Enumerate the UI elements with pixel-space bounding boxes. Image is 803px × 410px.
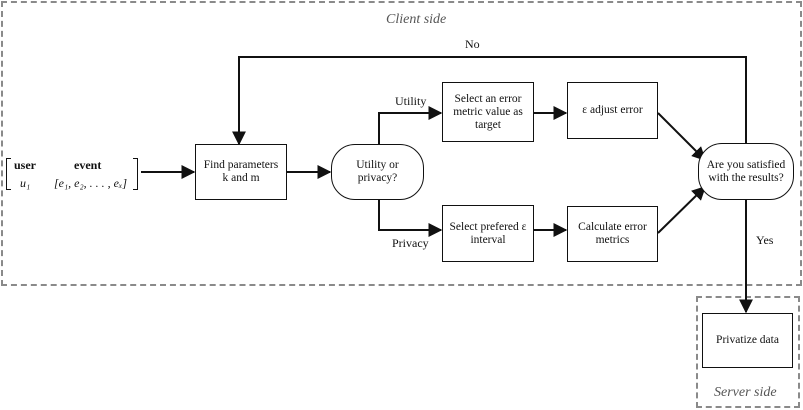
matrix-header-user: user	[14, 158, 36, 172]
utility-or-privacy-decision: Utility or privacy?	[331, 144, 424, 200]
client-side-label: Client side	[386, 12, 447, 27]
input-matrix: user event u₁ [e₁, e₂, . . . , eₓ]	[4, 156, 140, 194]
edge-decision-to-utility	[378, 106, 443, 144]
edge-label-privacy: Privacy	[392, 236, 429, 250]
satisfied-decision: Are you satisfied with the results?	[698, 143, 794, 200]
select-error-metric-box: Select an error metric value as target	[442, 82, 534, 142]
edge-satisfied-no-loop	[232, 56, 747, 146]
matrix-right-bracket	[133, 158, 138, 190]
matrix-header-event: event	[74, 158, 102, 172]
edge-decision-to-privacy	[378, 199, 443, 237]
edge-label-utility: Utility	[395, 94, 427, 108]
find-parameters-box: Find parameters k and m	[195, 144, 287, 200]
edge-adjust-to-satisfied	[657, 112, 706, 161]
select-interval-box: Select prefered ε interval	[442, 205, 534, 262]
server-side-label: Server side	[714, 385, 777, 400]
adjust-error-box: ε adjust error	[567, 82, 658, 139]
edge-calc-to-satisfied	[657, 186, 707, 234]
edge-label-no: No	[465, 37, 480, 51]
matrix-cell-user: u₁	[20, 176, 31, 190]
edge-label-yes: Yes	[756, 233, 774, 247]
client-side-region	[1, 1, 802, 286]
matrix-left-bracket	[6, 158, 11, 190]
privatize-data-box: Privatize data	[702, 313, 793, 368]
calculate-error-metrics-box: Calculate error metrics	[567, 206, 658, 262]
server-side-region	[696, 296, 800, 408]
matrix-cell-events: [e₁, e₂, . . . , eₓ]	[54, 176, 128, 190]
